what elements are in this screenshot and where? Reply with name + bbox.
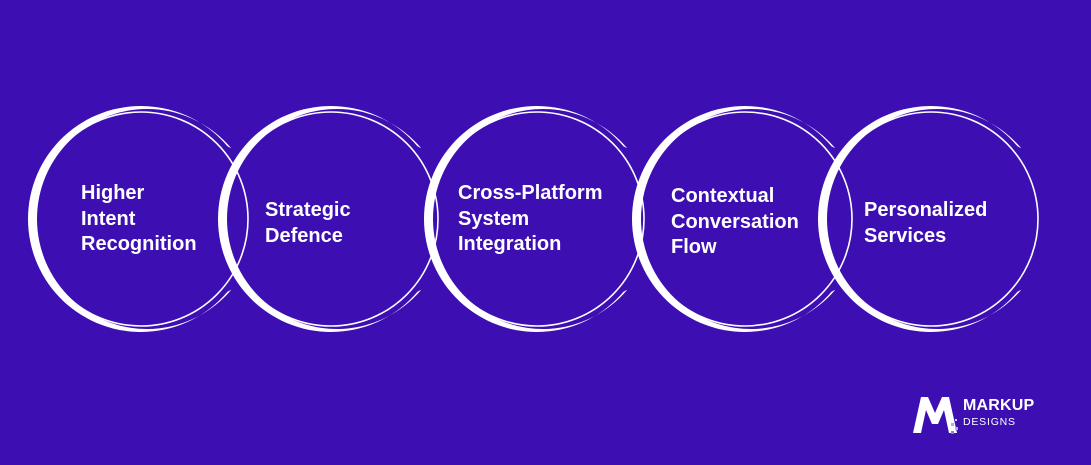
item-label-line: Cross-Platform <box>458 182 603 204</box>
logo-wordmark: MARKUP <box>963 397 1035 414</box>
item-label-line: Personalized <box>864 199 988 221</box>
item-label-line: Integration <box>458 233 562 255</box>
item-label-line: Defence <box>265 224 343 247</box>
item-label-strategic-defence: Strategic Defence <box>265 198 351 249</box>
item-label-higher-intent-recognition: Higher Intent Recognition <box>81 181 197 258</box>
item-label-line: Services <box>864 224 947 247</box>
item-label-cross-platform-system-integration: Cross-Platform System Integration <box>458 181 602 258</box>
item-label-line: Strategic <box>265 199 351 221</box>
item-label-line: Intent <box>81 207 136 230</box>
item-label-line: Flow <box>671 236 717 258</box>
item-label-line: System <box>458 207 530 230</box>
logo-subtitle: DESIGNS <box>963 416 1016 428</box>
item-label-line: Recognition <box>81 233 197 255</box>
item-label-line: Contextual <box>671 185 775 207</box>
item-label-line: Higher <box>81 182 145 204</box>
item-label-personalized-services: Personalized Services <box>864 198 987 249</box>
item-label-contextual-conversation-flow: Contextual Conversation Flow <box>671 184 799 261</box>
markup-designs-logo: MARKUP DESIGNS <box>911 393 1071 437</box>
logo-m-mark <box>913 397 958 434</box>
item-label-line: Conversation <box>671 210 799 233</box>
